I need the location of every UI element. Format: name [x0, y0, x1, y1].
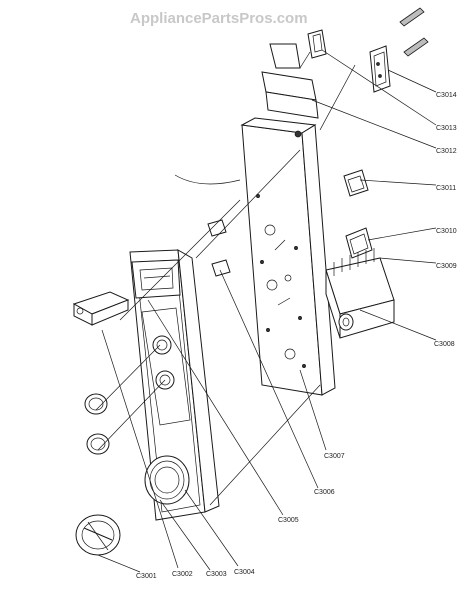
label-c3008: C3008	[434, 341, 455, 348]
label-c3009: C3009	[436, 263, 457, 270]
label-c3011: C3011	[436, 185, 456, 192]
label-c3004: C3004	[234, 569, 255, 576]
label-c3005: C3005	[278, 517, 299, 524]
label-c3014: C3014	[436, 92, 457, 99]
latch-lever	[72, 291, 130, 326]
watermark-text: AppliancePartsPros.com	[130, 10, 308, 27]
label-c3012: C3012	[436, 148, 457, 155]
label-c3010: C3010	[436, 228, 457, 235]
switch-bracket	[261, 43, 319, 138]
fuse-holder	[369, 7, 429, 93]
part-labels: C3001 C3002 C3003 C3004 C3005 C3006 C300…	[136, 92, 457, 580]
label-c3013: C3013	[436, 125, 457, 132]
relays	[343, 169, 373, 259]
micro-switch	[307, 29, 327, 59]
push-buttons	[84, 393, 110, 455]
leader-lines	[95, 49, 437, 573]
label-c3006: C3006	[314, 489, 335, 496]
label-c3002: C3002	[172, 571, 193, 578]
control-panel-front	[129, 249, 220, 521]
label-c3003: C3003	[206, 571, 227, 578]
label-c3001: C3001	[136, 573, 157, 580]
label-c3007: C3007	[324, 453, 345, 460]
control-bracket	[240, 117, 336, 396]
timer-motor	[325, 248, 395, 339]
timer-knob	[75, 514, 121, 556]
